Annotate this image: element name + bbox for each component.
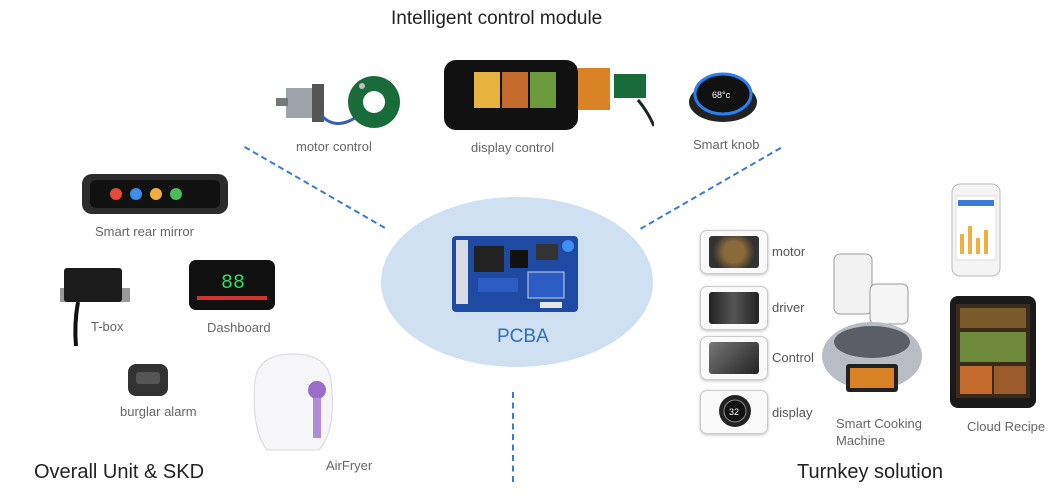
display-thumb-readout: 32	[729, 407, 739, 417]
dashboard-label: Dashboard	[207, 320, 271, 335]
burglar-alarm-label: burglar alarm	[120, 404, 197, 419]
display-thumb-knob: 32	[719, 395, 751, 427]
control-thumb	[700, 336, 768, 380]
t-box-label: T-box	[91, 319, 124, 334]
driver-label: driver	[772, 300, 805, 315]
smart-knob-label: Smart knob	[693, 137, 760, 152]
smart-knob-image: 68°c	[689, 72, 757, 122]
display-control-image	[444, 60, 654, 130]
t-box-image	[60, 268, 130, 347]
smart-knob-readout: 68°c	[712, 90, 731, 100]
smart-rear-mirror-image	[82, 174, 228, 214]
air-fryer-image	[253, 353, 333, 451]
smart-cooking-label-2: Machine	[836, 433, 886, 448]
dashboard-image: 88	[189, 260, 275, 310]
air-fryer-label: AirFryer	[326, 458, 373, 473]
motor-thumb	[700, 230, 768, 274]
connector-right	[640, 147, 782, 230]
smart-cooking-machine-image	[822, 253, 922, 392]
tablet-image	[950, 296, 1036, 408]
left-section-title: Overall Unit & SKD	[34, 461, 205, 483]
display-thumb: 32	[700, 390, 768, 434]
smart-rear-mirror-label: Smart rear mirror	[95, 224, 194, 239]
connector-bottom	[512, 392, 514, 482]
pcba-label: PCBA	[497, 326, 549, 347]
phone-image	[951, 183, 1001, 277]
motor-control-label: motor control	[296, 139, 372, 154]
display-control-label: display control	[471, 140, 555, 155]
driver-thumb	[700, 286, 768, 330]
connector-left	[244, 146, 386, 229]
diagram-title: Intelligent control module	[391, 8, 603, 29]
dashboard-readout: 88	[221, 272, 245, 295]
burglar-alarm-image	[128, 364, 168, 396]
smart-cooking-label-1: Smart Cooking	[836, 416, 922, 431]
display-label: display	[772, 405, 813, 420]
control-label: Control	[772, 350, 814, 365]
motor-control-image	[276, 76, 400, 128]
right-section-title: Turnkey solution	[797, 461, 943, 483]
cloud-recipe-label: Cloud Recipe	[967, 419, 1046, 434]
motor-label: motor	[772, 244, 806, 259]
pcba-board-image	[452, 236, 578, 312]
